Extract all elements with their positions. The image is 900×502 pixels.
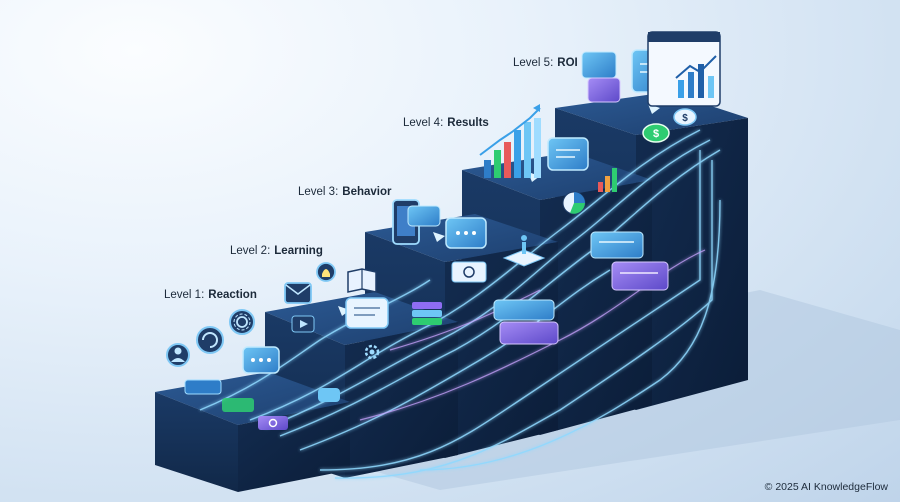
bar-chart-icon	[598, 168, 617, 192]
chat-small-icon	[318, 388, 340, 402]
level-3-prefix: Level 3:	[298, 186, 339, 198]
chat-bubble-icon	[499, 321, 559, 345]
green-tile-icon	[222, 398, 254, 412]
level-5-label: Level 5: ROI	[513, 57, 578, 69]
copyright-footer: © 2025 AI KnowledgeFlow	[764, 481, 888, 493]
level-3-name: Behavior	[342, 186, 392, 198]
chat-bubble-icon	[242, 346, 280, 374]
stack-icon	[412, 302, 442, 325]
level-1-name: Reaction	[208, 289, 257, 301]
level-5-prefix: Level 5:	[513, 57, 554, 69]
email-icon	[284, 282, 312, 304]
ai-knot-icon	[451, 261, 487, 283]
svg-text:$: $	[682, 113, 688, 124]
gear-icon	[364, 344, 380, 360]
flow-lines	[199, 129, 721, 479]
bar-chart-icon	[479, 104, 541, 178]
level-2-icons	[284, 262, 442, 402]
dollar-coin-icon: $	[673, 108, 697, 126]
level-5-icons: $ $	[581, 31, 721, 143]
svg-text:$: $	[653, 128, 659, 140]
dollar-coin-icon: $	[642, 123, 670, 143]
chat-bubble-icon	[587, 77, 621, 103]
person-icon	[166, 343, 190, 367]
level-1-prefix: Level 1:	[164, 289, 205, 301]
level-3-icons	[392, 199, 546, 283]
level-3-label: Level 3: Behavior	[298, 186, 392, 198]
chat-bubble-icon	[547, 137, 589, 171]
pie-chart-icon	[562, 191, 586, 215]
level-5-name: ROI	[557, 57, 578, 69]
level-2-label: Level 2: Learning	[230, 245, 323, 257]
chat-bubble-icon	[345, 297, 389, 329]
person-on-pad-icon	[502, 235, 546, 267]
gear-tile-icon	[258, 416, 288, 430]
level-2-name: Learning	[274, 245, 323, 257]
chat-bubble-icon	[407, 205, 441, 227]
ai-knot-icon	[229, 309, 255, 335]
chat-bubble-icon	[581, 51, 617, 79]
level-2-prefix: Level 2:	[230, 245, 271, 257]
tile-icon	[184, 379, 222, 395]
level-4-icons	[479, 104, 669, 345]
chat-bubble-icon	[493, 299, 555, 321]
level-4-label: Level 4: Results	[403, 117, 489, 129]
chat-bubble-icon	[445, 217, 487, 249]
chat-bubble-icon	[611, 261, 669, 291]
level-4-prefix: Level 4:	[403, 117, 444, 129]
refresh-icon	[196, 326, 224, 354]
lightbulb-icon	[316, 262, 336, 282]
play-icon	[291, 315, 315, 333]
level-4-name: Results	[447, 117, 489, 129]
level-1-icons	[166, 309, 288, 430]
level-1-label: Level 1: Reaction	[164, 289, 257, 301]
chat-bubble-icon	[590, 231, 644, 259]
book-icon	[347, 268, 377, 293]
analytics-window-icon	[647, 31, 721, 107]
